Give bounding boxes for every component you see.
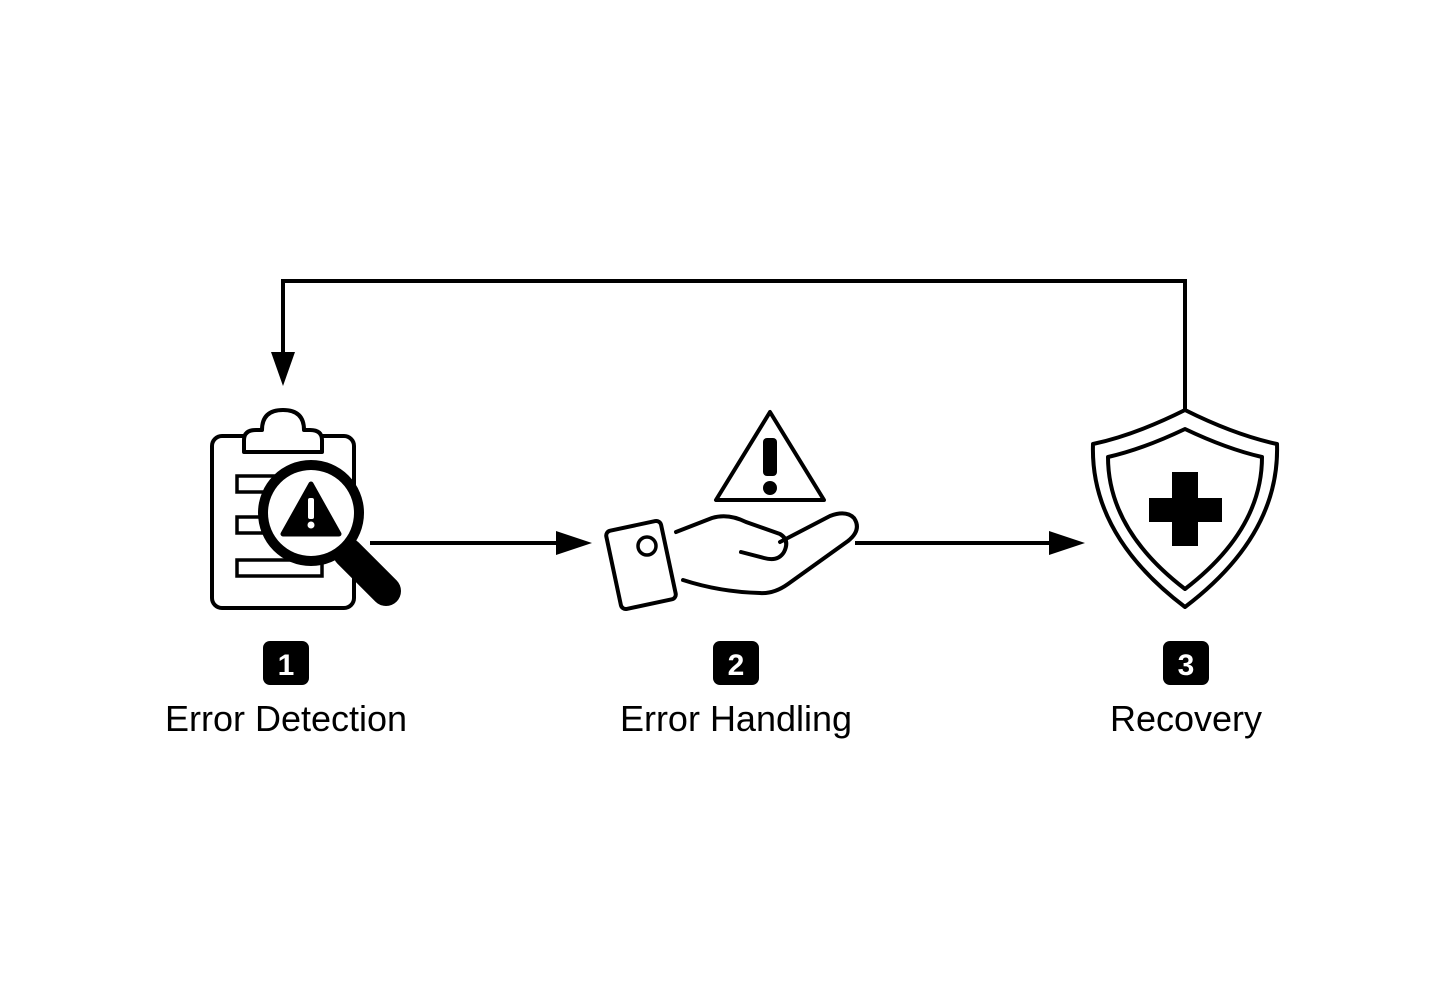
- shield-cross-icon: [1090, 408, 1280, 609]
- feedback-loop-arrow: [281, 279, 1187, 412]
- hand-warning-icon: [604, 410, 859, 612]
- stage-number-2: 2: [728, 649, 745, 682]
- stage-number-3: 3: [1178, 649, 1195, 682]
- stage-label-recovery: Recovery: [1110, 698, 1262, 739]
- stage-badge-2: 2: [713, 641, 759, 685]
- arrowhead-1: [556, 531, 592, 555]
- stage-badge-1: 1: [263, 641, 309, 685]
- arrowhead-2: [1049, 531, 1085, 555]
- stage-label-error-handling: Error Handling: [620, 698, 852, 739]
- stage-number-1: 1: [278, 649, 295, 682]
- stage-badge-3: 3: [1163, 641, 1209, 685]
- feedback-arrowhead: [271, 352, 295, 386]
- stage-label-error-detection: Error Detection: [165, 698, 407, 739]
- clipboard-magnifier-warning-icon: [210, 408, 401, 610]
